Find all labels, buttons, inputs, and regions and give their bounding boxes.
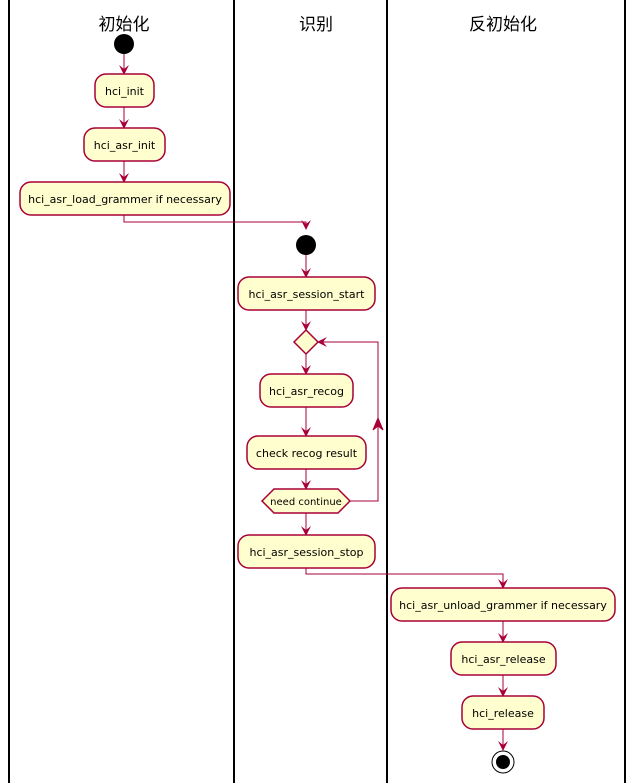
activity-label: hci_asr_session_stop [249, 546, 363, 559]
activity-label: hci_asr_load_grammer if necessary [28, 193, 222, 206]
activity-label: hci_asr_init [94, 139, 156, 152]
activity-asr-release: hci_asr_release [450, 641, 557, 676]
activity-label: hci_asr_session_start [249, 288, 366, 301]
activity-label: hci_init [105, 85, 145, 98]
swimlane-title-init: 初始化 [99, 15, 150, 35]
activity-label: hci_asr_recog [269, 385, 344, 398]
swimlane-title-recognize: 识别 [299, 15, 333, 35]
activity-hci-asr-init: hci_asr_init [83, 127, 166, 162]
start-node-init [114, 34, 134, 54]
activity-release: hci_release [461, 695, 545, 730]
activity-session-start: hci_asr_session_start [237, 276, 376, 311]
activity-load-grammer: hci_asr_load_grammer if necessary [19, 181, 231, 216]
activity-session-stop: hci_asr_session_stop [237, 534, 376, 569]
activity-label: hci_asr_release [461, 653, 545, 666]
loop-arrow-up [372, 416, 384, 431]
end-node [491, 750, 515, 774]
edge-init-to-recognize [123, 215, 311, 230]
activity-hci-init: hci_init [94, 73, 155, 108]
activity-label: check recog result [256, 447, 358, 460]
activity-label: hci_release [472, 707, 534, 720]
edge-recognize-to-deinit [305, 568, 508, 589]
activity-check-result: check recog result [246, 435, 367, 470]
start-node-recognize [296, 235, 316, 255]
merge-diamond [292, 328, 320, 356]
loop-condition-label: need continue [270, 497, 342, 508]
edge-loop-back [317, 337, 379, 502]
activity-label: hci_asr_unload_grammer if necessary [399, 599, 607, 612]
activity-recog: hci_asr_recog [259, 373, 354, 408]
swimlane-title-deinit: 反初始化 [469, 15, 537, 35]
activity-unload-grammer: hci_asr_unload_grammer if necessary [390, 587, 616, 622]
